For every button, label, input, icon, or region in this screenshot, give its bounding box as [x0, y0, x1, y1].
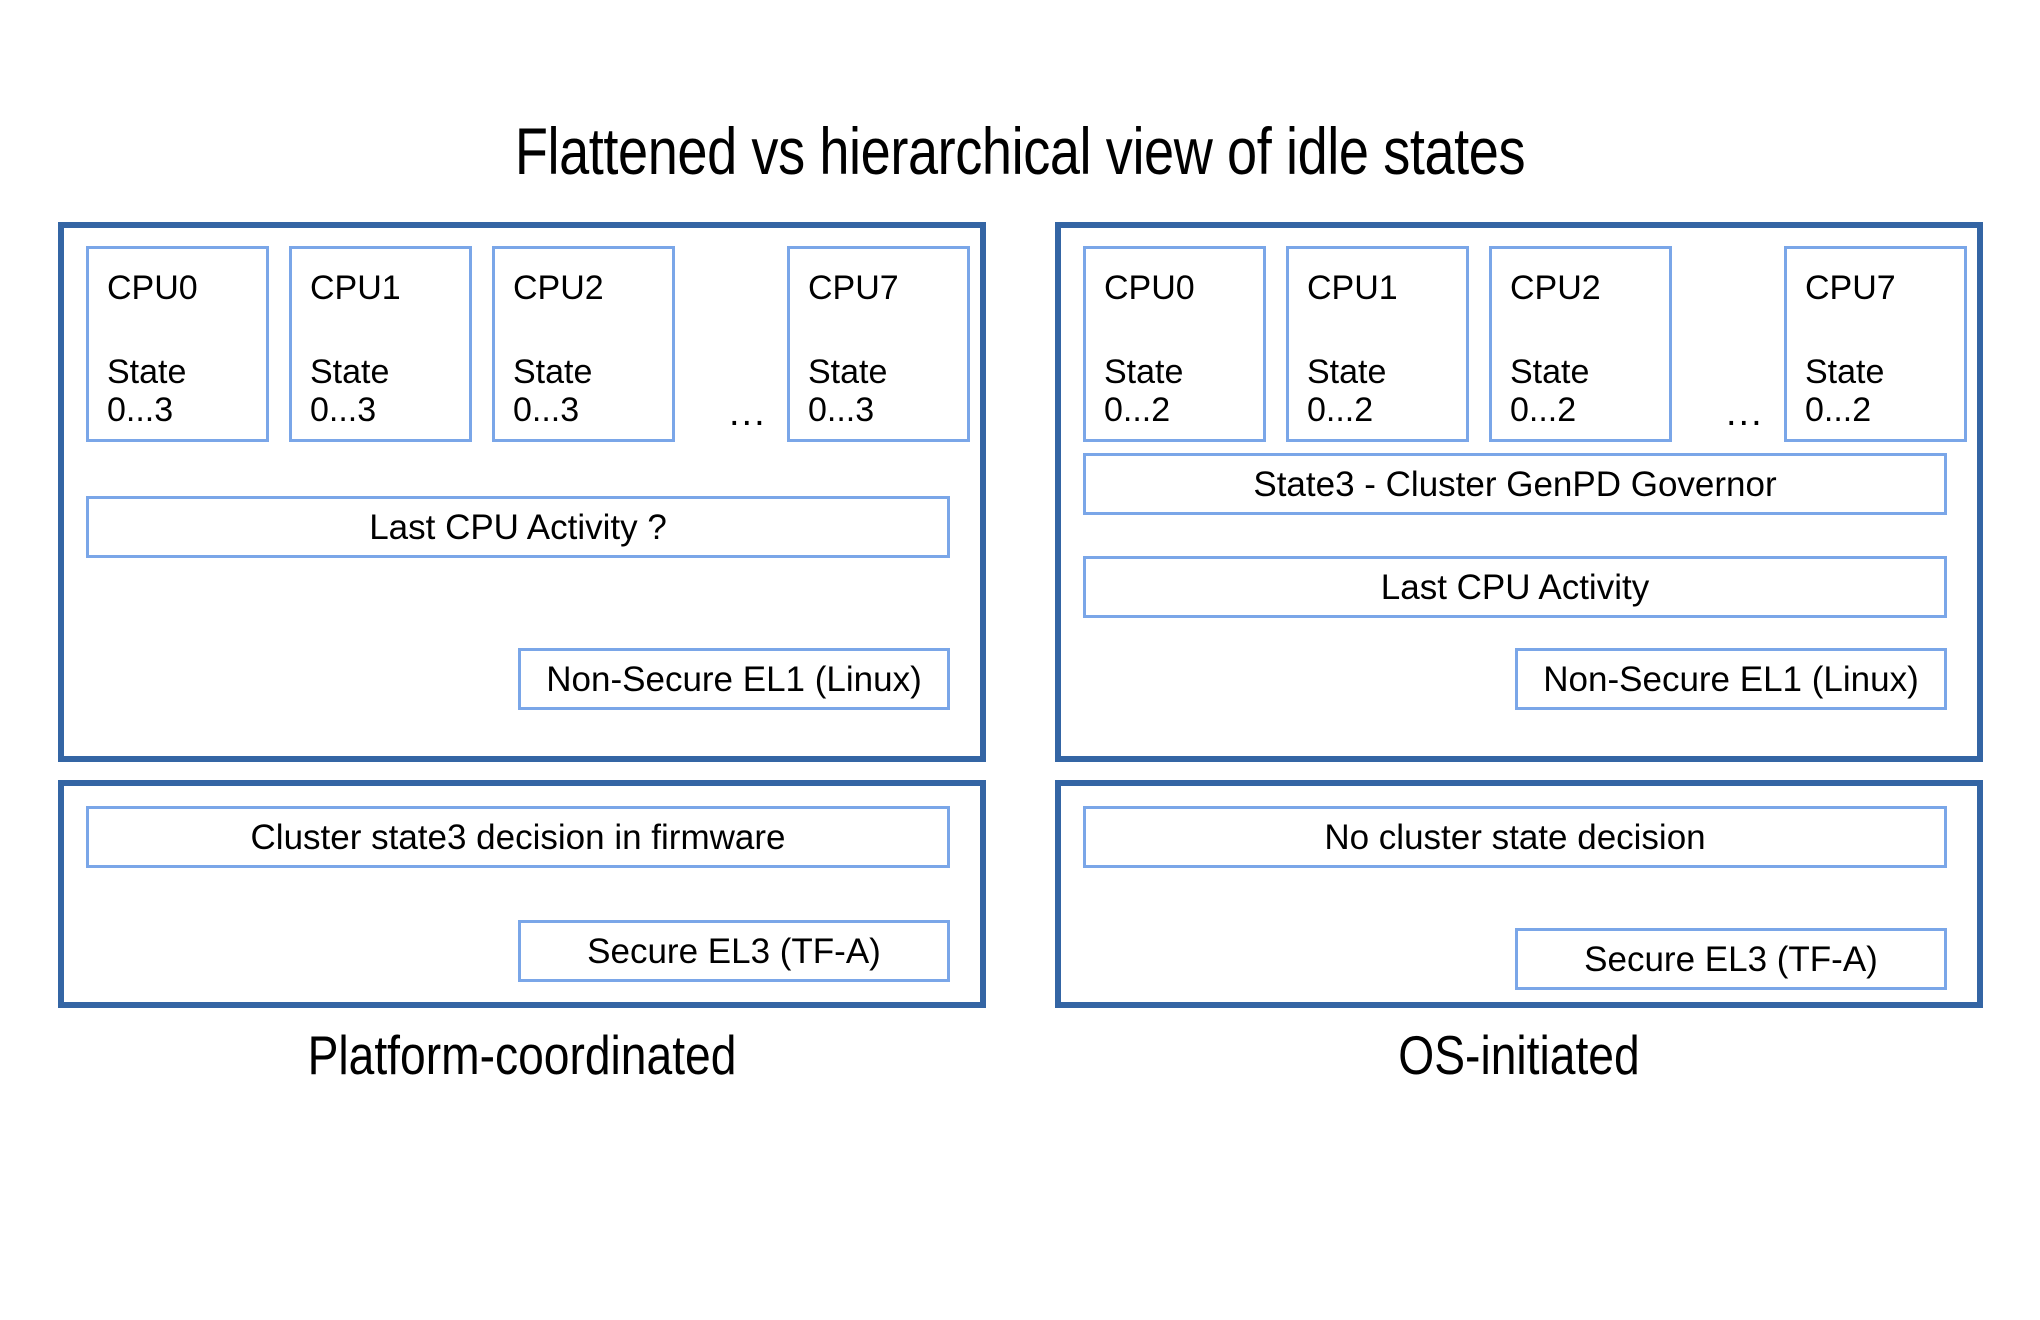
bar-label: Last CPU Activity ?: [369, 507, 667, 547]
cpu-state-label: State 0...2: [1307, 353, 1387, 430]
bar-state3-cluster-genpd-governor[interactable]: State3 - Cluster GenPD Governor: [1083, 453, 1947, 515]
column-platform-coordinated: CPU0 State 0...3 CPU1 State 0...3 CPU2 S…: [58, 222, 986, 1008]
cpu-box-cpu0[interactable]: CPU0 State 0...2: [1083, 246, 1266, 442]
cpu-box-cpu2[interactable]: CPU2 State 0...3: [492, 246, 675, 442]
cpu-ellipsis: ...: [729, 392, 767, 434]
cpu-label: CPU7: [808, 269, 899, 307]
panel-secure-el3-os: No cluster state decision Secure EL3 (TF…: [1055, 780, 1983, 1008]
cpu-state-label: State 0...2: [1510, 353, 1590, 430]
exception-level-label: Non-Secure EL1 (Linux): [546, 659, 922, 699]
bar-label: State3 - Cluster GenPD Governor: [1253, 464, 1777, 504]
cpu-label: CPU1: [1307, 269, 1398, 307]
bar-label: No cluster state decision: [1324, 817, 1706, 857]
exception-level-nonsecure-el1-os[interactable]: Non-Secure EL1 (Linux): [1515, 648, 1947, 710]
cpu-box-cpu2[interactable]: CPU2 State 0...2: [1489, 246, 1672, 442]
cpu-box-cpu7[interactable]: CPU7 State 0...3: [787, 246, 970, 442]
cpu-label: CPU0: [1104, 269, 1195, 307]
exception-level-label: Secure EL3 (TF-A): [587, 931, 881, 971]
cpu-box-cpu1[interactable]: CPU1 State 0...3: [289, 246, 472, 442]
caption-os-initiated: OS-initiated: [1398, 1024, 1640, 1086]
cpu-state-label: State 0...2: [1104, 353, 1184, 430]
panel-secure-el3-platform: Cluster state3 decision in firmware Secu…: [58, 780, 986, 1008]
caption-platform-coordinated: Platform-coordinated: [307, 1024, 737, 1086]
cpu-box-cpu7[interactable]: CPU7 State 0...2: [1784, 246, 1967, 442]
cpu-state-label: State 0...3: [310, 353, 390, 430]
cpu-label: CPU0: [107, 269, 198, 307]
cpu-label: CPU2: [513, 269, 604, 307]
cpu-row-os: CPU0 State 0...2 CPU1 State 0...2 CPU2 S…: [1083, 246, 1967, 442]
cpu-row-platform: CPU0 State 0...3 CPU1 State 0...3 CPU2 S…: [86, 246, 970, 442]
cpu-label: CPU1: [310, 269, 401, 307]
cpu-box-cpu0[interactable]: CPU0 State 0...3: [86, 246, 269, 442]
page-title: Flattened vs hierarchical view of idle s…: [514, 114, 1526, 188]
cpu-label: CPU2: [1510, 269, 1601, 307]
cpu-state-label: State 0...2: [1805, 353, 1885, 430]
bar-last-cpu-activity-os[interactable]: Last CPU Activity: [1083, 556, 1947, 618]
bar-label: Last CPU Activity: [1380, 567, 1650, 607]
panel-nonsecure-el1-os: CPU0 State 0...2 CPU1 State 0...2 CPU2 S…: [1055, 222, 1983, 762]
cpu-state-label: State 0...3: [808, 353, 888, 430]
bar-label: Cluster state3 decision in firmware: [250, 817, 786, 857]
cpu-state-label: State 0...3: [107, 353, 187, 430]
exception-level-secure-el3-platform[interactable]: Secure EL3 (TF-A): [518, 920, 950, 982]
exception-level-label: Non-Secure EL1 (Linux): [1543, 659, 1919, 699]
bar-cluster-state3-firmware[interactable]: Cluster state3 decision in firmware: [86, 806, 950, 868]
cpu-box-cpu1[interactable]: CPU1 State 0...2: [1286, 246, 1469, 442]
exception-level-nonsecure-el1-platform[interactable]: Non-Secure EL1 (Linux): [518, 648, 950, 710]
exception-level-secure-el3-os[interactable]: Secure EL3 (TF-A): [1515, 928, 1947, 990]
exception-level-label: Secure EL3 (TF-A): [1584, 939, 1878, 979]
cpu-ellipsis: ...: [1726, 392, 1764, 434]
panel-nonsecure-el1-platform: CPU0 State 0...3 CPU1 State 0...3 CPU2 S…: [58, 222, 986, 762]
cpu-state-label: State 0...3: [513, 353, 593, 430]
column-os-initiated: CPU0 State 0...2 CPU1 State 0...2 CPU2 S…: [1055, 222, 1983, 1008]
bar-no-cluster-state-decision[interactable]: No cluster state decision: [1083, 806, 1947, 868]
cpu-label: CPU7: [1805, 269, 1896, 307]
bar-last-cpu-activity-platform[interactable]: Last CPU Activity ?: [86, 496, 950, 558]
